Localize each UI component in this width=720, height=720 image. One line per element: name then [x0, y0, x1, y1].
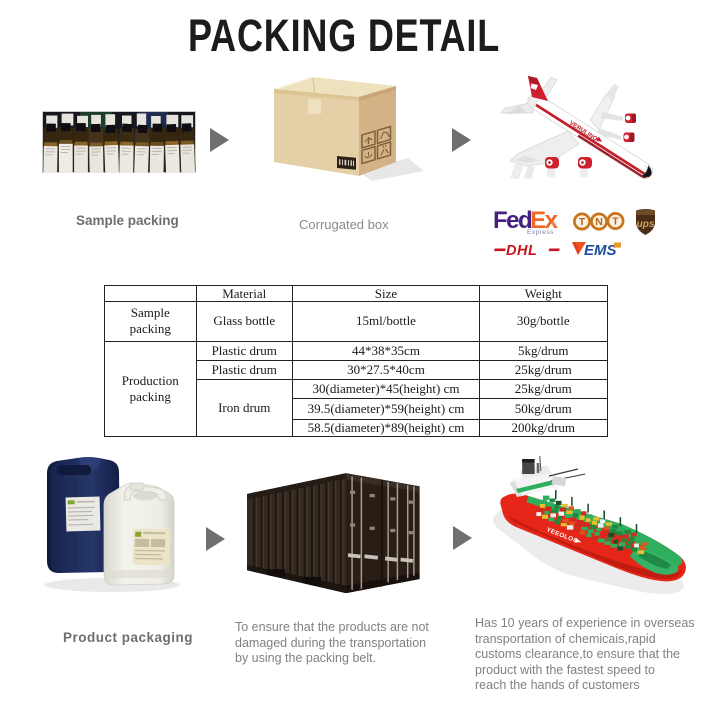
svg-text:T: T: [579, 216, 586, 228]
svg-text:DHL: DHL: [506, 243, 537, 259]
svg-text:T: T: [612, 216, 619, 228]
svg-text:ups: ups: [637, 219, 655, 230]
svg-text:N: N: [595, 216, 603, 228]
svg-text:PACKING DETAIL: PACKING DETAIL: [188, 10, 500, 60]
svg-text:Express: Express: [527, 229, 554, 236]
svg-text:FedEx: FedEx: [493, 207, 559, 234]
svg-text:EMS: EMS: [584, 242, 617, 259]
